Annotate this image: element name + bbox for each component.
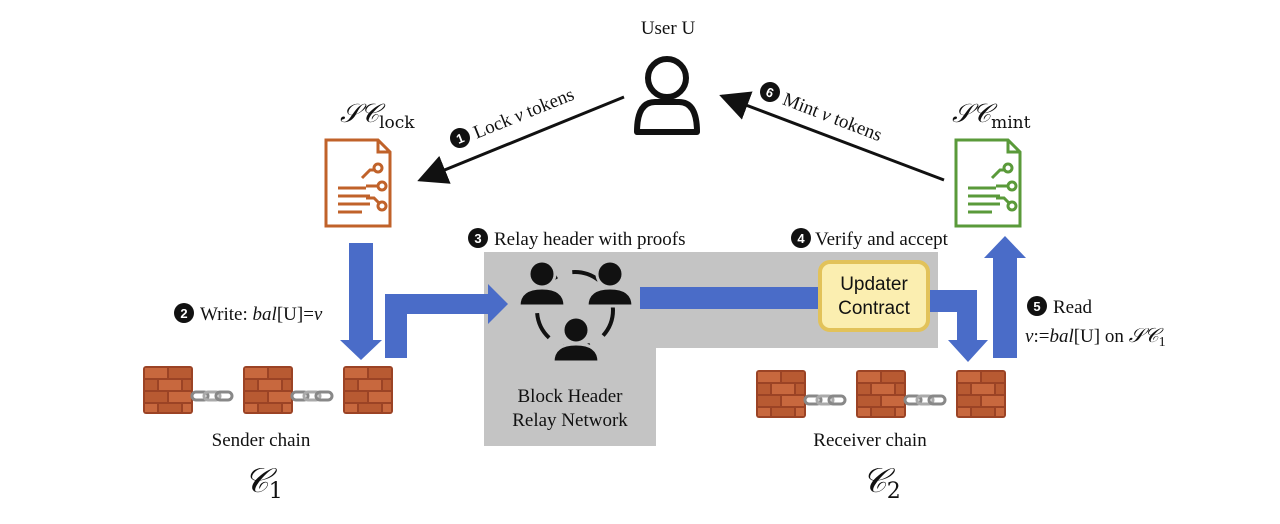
updater-to-receiver-arrow [926, 290, 988, 362]
updater-label-1: Updater [840, 274, 908, 295]
step-4-label: 4 Verify and accept [791, 228, 949, 250]
svg-text:v:=bal[U] on 𝒮𝒞1: v:=bal[U] on 𝒮𝒞1 [1025, 323, 1166, 350]
updater-label-2: Contract [838, 298, 911, 319]
relay-network-label-1: Block Header [518, 386, 624, 407]
svg-text:Read: Read [1053, 297, 1093, 318]
svg-text:5: 5 [1033, 299, 1040, 314]
relay-network-icon [517, 259, 635, 364]
svg-text:2: 2 [180, 306, 187, 321]
svg-text:Verify and accept: Verify and accept [815, 229, 949, 250]
relay-network-label-2: Relay Network [512, 410, 628, 431]
user-icon [634, 56, 700, 135]
sc-lock-contract-icon [324, 138, 392, 228]
sender-chain-icon [143, 366, 393, 414]
step-6-label: 6 Mint v tokens [760, 82, 885, 146]
step-3-label: 3 Relay header with proofs [468, 228, 686, 250]
svg-text:Relay header with proofs: Relay header with proofs [494, 229, 686, 250]
receiver-chain-label: Receiver chain [813, 430, 927, 451]
sc-mint-title: 𝒮𝒞mint [952, 99, 1031, 133]
write-arrow [340, 243, 382, 360]
sc-mint-contract-icon [954, 138, 1022, 228]
sender-chain-symbol: 𝒞1 [244, 461, 283, 504]
relay-to-updater-bar [640, 287, 820, 309]
svg-text:Write: bal[U]=v: Write: bal[U]=v [200, 304, 323, 325]
sc-lock-title: 𝒮𝒞lock [340, 99, 415, 133]
svg-text:Lock v tokens: Lock v tokens [471, 84, 578, 143]
user-label: User U [641, 18, 696, 39]
sender-chain-label: Sender chain [212, 430, 311, 451]
mint-arrow [719, 91, 945, 182]
lock-arrow [417, 95, 625, 184]
svg-text:3: 3 [474, 231, 481, 246]
step-2-label: 2 Write: bal[U]=v [174, 303, 323, 325]
step-5-label: 5 Read v:=bal[U] on 𝒮𝒞1 [1025, 296, 1166, 350]
read-arrow [984, 236, 1026, 358]
receiver-chain-symbol: 𝒞2 [862, 461, 901, 504]
updater-contract-box [818, 260, 930, 332]
relay-in-arrow [385, 284, 508, 358]
svg-text:4: 4 [797, 231, 805, 246]
receiver-chain-icon [756, 370, 1006, 418]
